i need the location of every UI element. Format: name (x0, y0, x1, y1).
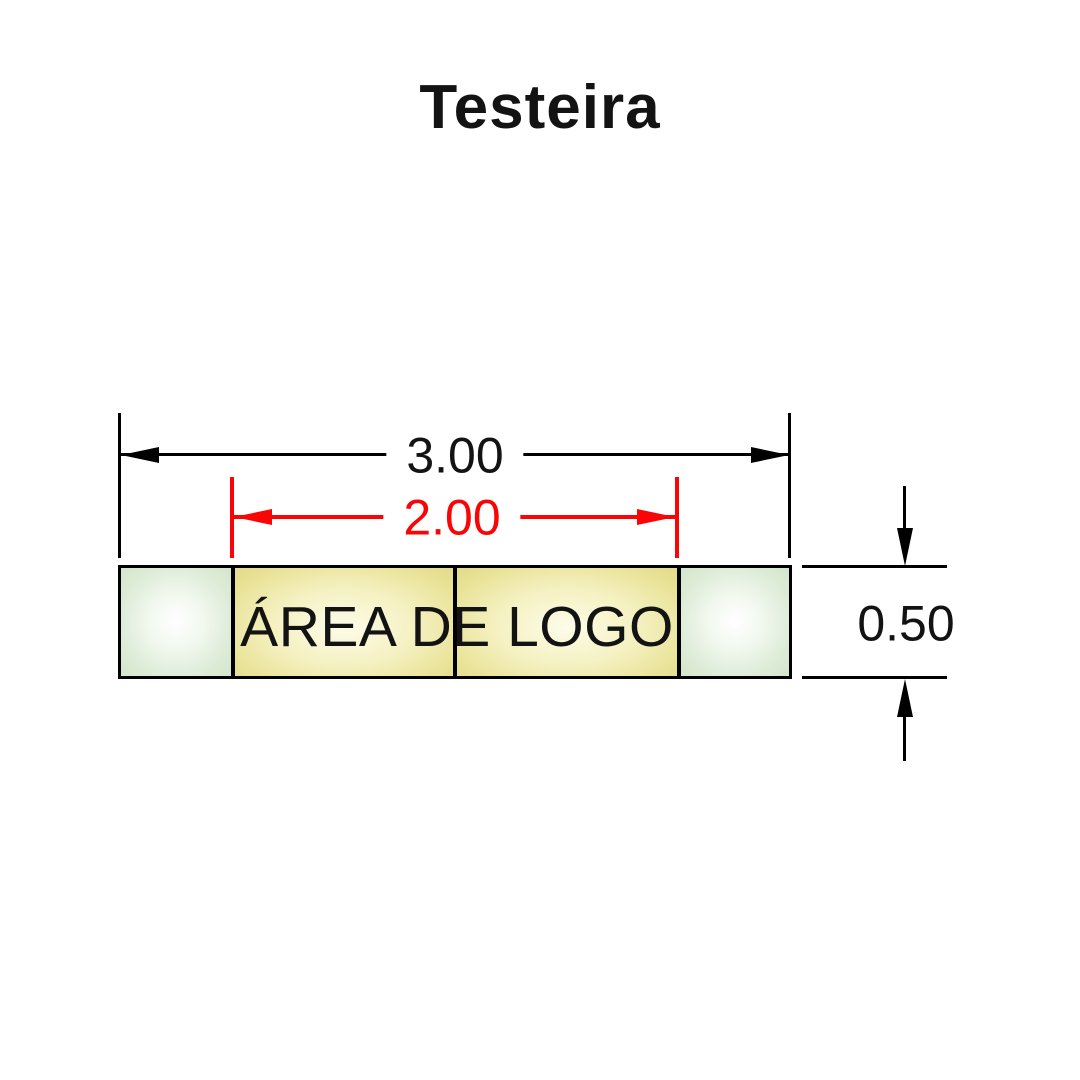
arrowhead-left-icon (121, 447, 159, 463)
arrowhead-left-red-icon (234, 509, 272, 525)
extension-line-overall-left (118, 413, 121, 558)
bar-logo-panel-right (453, 568, 677, 676)
height-leader-bottom (903, 715, 906, 761)
arrowhead-right-red-icon (637, 509, 675, 525)
testeira-bar (118, 565, 792, 679)
logo-width-label: 2.00 (383, 490, 521, 546)
arrowhead-right-icon (751, 447, 789, 463)
extension-line-overall-right (788, 413, 791, 558)
extension-line-height-top (802, 565, 947, 568)
extension-line-logo-left (230, 477, 234, 558)
diagram-title: Testeira (419, 73, 661, 142)
bar-logo-panel-left (231, 568, 453, 676)
arrowhead-up-icon (897, 679, 913, 717)
extension-line-height-bottom (802, 676, 947, 679)
bar-right-end-cap (677, 568, 789, 676)
logo-area-label: ÁREA DE LOGO (240, 595, 674, 659)
height-leader-top (903, 486, 906, 531)
overall-width-label: 3.00 (386, 428, 524, 484)
arrowhead-down-icon (897, 528, 913, 566)
bar-left-end-cap (121, 568, 231, 676)
extension-line-logo-right (675, 477, 679, 558)
bar-height-label: 0.50 (857, 595, 955, 652)
